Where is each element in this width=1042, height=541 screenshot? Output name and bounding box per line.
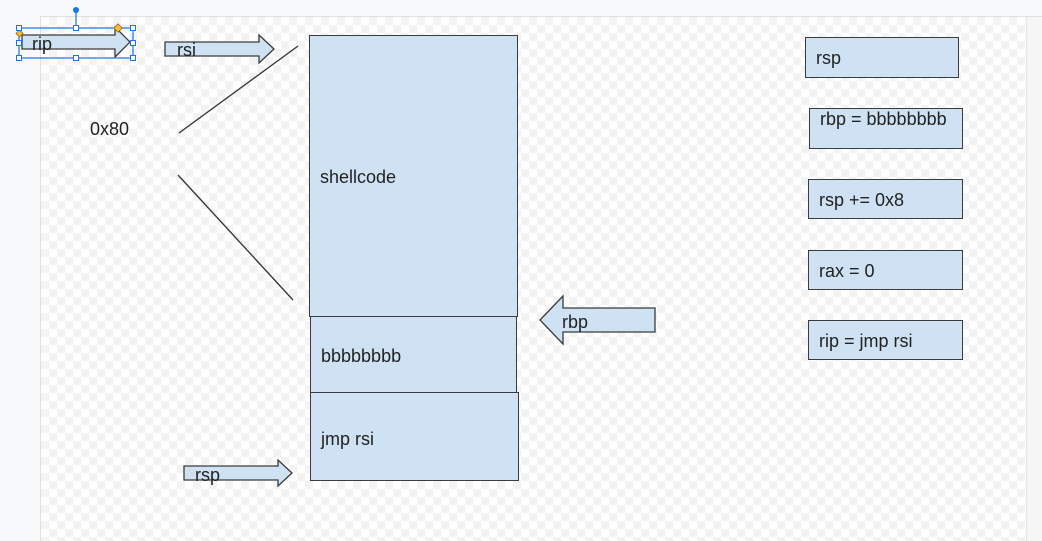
- resize-handle-se[interactable]: [130, 55, 136, 61]
- rsp-arrow-shape[interactable]: [183, 459, 293, 488]
- rsp-arrow-label: rsp: [195, 465, 221, 485]
- shellcode-block[interactable]: shellcode: [309, 35, 518, 317]
- drawing-canvas[interactable]: [41, 17, 1042, 541]
- step-rbp-restore[interactable]: rbp = bbbbbbbb: [809, 108, 963, 149]
- resize-handle-ne[interactable]: [130, 25, 136, 31]
- step-rip-jump[interactable]: rip = jmp rsi: [808, 320, 963, 360]
- canvas-scrollbar[interactable]: [1026, 17, 1042, 541]
- bracket-line-top: [178, 45, 299, 134]
- resize-handle-w[interactable]: [16, 40, 22, 46]
- shellcode-label: shellcode: [320, 167, 397, 187]
- return-address-label: jmp rsi: [321, 429, 374, 449]
- resize-handle-sw[interactable]: [16, 55, 22, 61]
- rsi-arrow[interactable]: [163, 33, 278, 65]
- return-address-block[interactable]: jmp rsi: [310, 392, 519, 481]
- rbp-arrow-label: rbp: [562, 312, 589, 332]
- rotate-handle[interactable]: [73, 7, 79, 13]
- resize-handle-nw[interactable]: [16, 25, 22, 31]
- saved-rbp-label: bbbbbbbb: [321, 346, 402, 366]
- step-rax-zero[interactable]: rax = 0: [808, 250, 963, 290]
- resize-handle-e[interactable]: [130, 40, 136, 46]
- step-rsp[interactable]: rsp: [805, 37, 959, 78]
- left-ruler: [0, 16, 41, 541]
- saved-rbp-block[interactable]: bbbbbbbb: [310, 316, 517, 393]
- bracket-line-bottom: [177, 174, 294, 301]
- adjust-handle-left[interactable]: [15, 29, 24, 38]
- top-ruler: [0, 0, 1042, 17]
- rip-arrow-shape[interactable]: [21, 25, 131, 59]
- adjust-handle-right[interactable]: [113, 23, 123, 33]
- rsi-arrow-label: rsi: [177, 40, 196, 60]
- resize-handle-n[interactable]: [73, 25, 79, 31]
- size-label: 0x80: [90, 119, 130, 139]
- selection-outline: [18, 27, 134, 59]
- resize-handle-s[interactable]: [73, 55, 79, 61]
- rsi-arrow-shape[interactable]: [164, 33, 275, 65]
- rsp-arrow[interactable]: [182, 459, 296, 489]
- rbp-arrow-shape[interactable]: [539, 294, 656, 346]
- step-rsp-increment[interactable]: rsp += 0x8: [808, 179, 963, 219]
- rip-arrow[interactable]: [18, 25, 135, 59]
- rbp-arrow[interactable]: [537, 294, 659, 348]
- rip-arrow-label: rip: [32, 34, 53, 54]
